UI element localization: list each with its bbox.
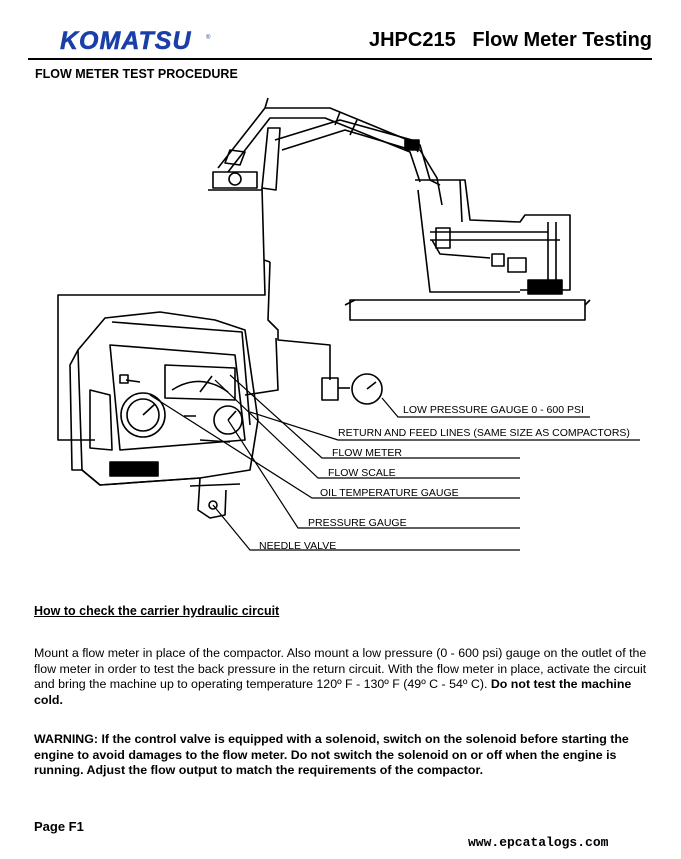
- needle-valve-body: [189, 477, 241, 519]
- label-pressure-gauge: PRESSURE GAUGE: [308, 517, 407, 529]
- hydraulic-lines: [57, 259, 331, 441]
- komatsu-logo: KOMATSU: [60, 27, 192, 56]
- excavator-boom: [217, 97, 443, 263]
- flow-meter-case: [69, 311, 259, 486]
- trademark-mark: ®: [206, 35, 211, 41]
- flow-scale-window: [164, 364, 236, 401]
- document-title: JHPC215 Flow Meter Testing: [368, 29, 652, 51]
- label-low-pressure-gauge: LOW PRESSURE GAUGE 0 - 600 PSI: [403, 404, 584, 416]
- panel-fittings: [119, 374, 231, 443]
- pressure-gauge-dial: [213, 405, 243, 435]
- callout-leaders: [149, 374, 640, 551]
- section-subheading: How to check the carrier hydraulic circu…: [34, 604, 280, 618]
- label-flow-scale: FLOW SCALE: [328, 467, 396, 479]
- compactor-attachment: [208, 149, 262, 191]
- procedure-paragraph: Mount a flow meter in place of the compa…: [34, 646, 654, 708]
- flow-meter-diagram: LOW PRESSURE GAUGE 0 - 600 PSI RETURN AN…: [57, 97, 640, 552]
- procedure-bold-note: Do not test the machine cold.: [34, 677, 632, 707]
- label-return-feed-lines: RETURN AND FEED LINES (SAME SIZE AS COMP…: [338, 427, 630, 439]
- label-oil-temperature-gauge: OIL TEMPERATURE GAUGE: [320, 487, 459, 499]
- label-flow-meter: FLOW METER: [332, 447, 402, 459]
- low-pressure-gauge: [321, 373, 383, 405]
- warning-paragraph: WARNING: If the control valve is equippe…: [34, 732, 629, 778]
- section-title: FLOW METER TEST PROCEDURE: [35, 67, 238, 81]
- website-watermark: www.epcatalogs.com: [468, 835, 609, 850]
- excavator-body: [344, 179, 591, 321]
- procedure-text: Mount a flow meter in place of the compa…: [34, 646, 647, 692]
- header-rule: [28, 58, 652, 60]
- label-needle-valve: NEEDLE VALVE: [259, 540, 336, 552]
- oil-temperature-gauge-dial: [120, 392, 166, 438]
- page-number: Page F1: [34, 819, 84, 834]
